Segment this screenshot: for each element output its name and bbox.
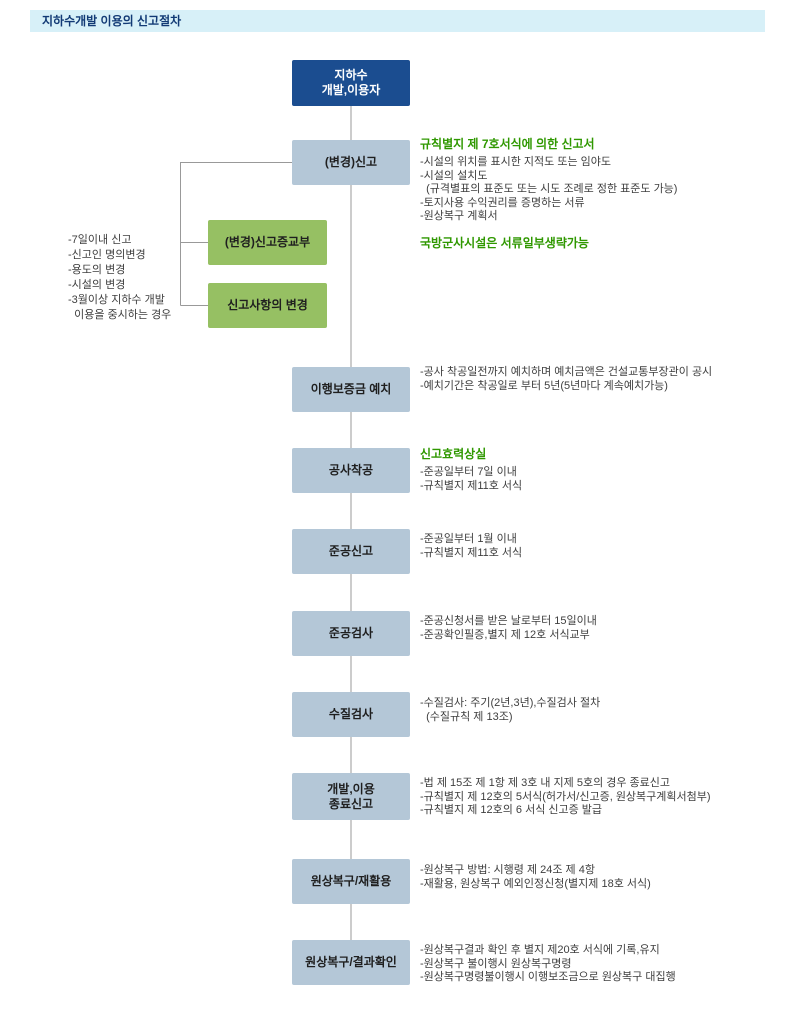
flow-line-branch xyxy=(180,162,292,306)
annotation-line: -시설의 설치도 xyxy=(420,169,488,182)
annotation-line: -준공일부터 7일 이내 xyxy=(420,466,517,478)
node-water-quality-test: 수질검사 xyxy=(292,692,410,737)
annotation-note: 국방군사시설은 서류일부생략가능 xyxy=(420,235,589,250)
annotation-line: -규칙별지 제11호 서식 xyxy=(420,546,523,559)
annotation-title: 규칙별지 제 7호서식에 의한 신고서 xyxy=(420,137,595,151)
node-groundwater-user: 지하수 개발,이용자 xyxy=(292,60,410,106)
annotation-line: (규격별표의 표준도 또는 시도 조례로 정한 표준도 가능) xyxy=(420,183,678,195)
left-note-line: 이용을 중시하는 경우 xyxy=(68,309,172,321)
annotation-line: -규칙별지 제 12호의 6 서식 신고증 발급 xyxy=(420,804,603,816)
left-note-line: -시설의 변경 xyxy=(68,279,126,291)
annotation-line: -규칙별지 제11호 서식 xyxy=(420,479,523,492)
annotation-water-quality: -수질검사: 주기(2년,3년),수질검사 절차 (수질규칙 제 13조) xyxy=(420,697,790,724)
annotation-line: -수질검사: 주기(2년,3년),수질검사 절차 xyxy=(420,697,601,709)
annotation-restoration-result: -원상복구결과 확인 후 별지 제20호 서식에 기록,유지 -원상복구 불이행… xyxy=(420,944,790,985)
annotation-change-report: 규칙별지 제 7호서식에 의한 신고서 -시설의 위치를 표시한 지적도 또는 … xyxy=(420,136,790,251)
annotation-line: -규칙별지 제 12호의 5서식(허가서/신고증, 원상복구계획서첨부) xyxy=(420,790,711,803)
node-construction-start: 공사착공 xyxy=(292,448,410,493)
node-deposit: 이행보증금 예치 xyxy=(292,367,410,412)
annotation-line: -법 제 15조 제 1항 제 3호 내 지제 5호의 경우 종료신고 xyxy=(420,777,671,789)
annotation-completion-inspection: -준공신청서를 받은 날로부터 15일이내 -준공확인필증,별지 제 12호 서… xyxy=(420,615,790,642)
annotation-line: -준공일부터 1월 이내 xyxy=(420,533,517,545)
annotation-line: -공사 착공일전까지 예치하며 예치금액은 건설교통부장관이 공시 xyxy=(420,366,713,378)
node-completion-inspection: 준공검사 xyxy=(292,611,410,656)
annotation-title: 신고효력상실 xyxy=(420,447,487,461)
annotation-line: -원상복구명령불이행시 이행보조금으로 원상복구 대집행 xyxy=(420,971,676,983)
annotation-restoration-recycle: -원상복구 방법: 시행령 제 24조 제 4항 -재활용, 원상복구 예외인정… xyxy=(420,864,790,891)
annotation-line: -예치기간은 착공일로 부터 5년(5년마다 계속예치가능) xyxy=(420,379,668,392)
annotation-line: -재활용, 원상복구 예외인정신청(별지제 18호 서식) xyxy=(420,877,651,890)
left-note-line: -용도의 변경 xyxy=(68,264,126,276)
annotation-line: (수질규칙 제 13조) xyxy=(420,710,513,723)
node-end-report: 개발,이용 종료신고 xyxy=(292,773,410,820)
node-change-report: (변경)신고 xyxy=(292,140,410,185)
annotation-line: -원상복구 방법: 시행령 제 24조 제 4항 xyxy=(420,864,595,876)
left-note-line: -신고인 명의변경 xyxy=(68,249,146,261)
left-note-line: -7일이내 신고 xyxy=(68,234,132,246)
annotation-construction-start: 신고효력상실 -준공일부터 7일 이내 -규칙별지 제11호 서식 xyxy=(420,446,790,493)
node-report-certificate: (변경)신고증교부 xyxy=(208,220,327,265)
annotation-line: -원상복구결과 확인 후 별지 제20호 서식에 기록,유지 xyxy=(420,944,660,956)
annotation-line: -준공확인필증,별지 제 12호 서식교부 xyxy=(420,628,590,641)
annotation-completion-report: -준공일부터 1월 이내 -규칙별지 제11호 서식 xyxy=(420,533,790,560)
left-note-line: -3월이상 지하수 개발 xyxy=(68,294,165,306)
annotation-line: -준공신청서를 받은 날로부터 15일이내 xyxy=(420,615,597,627)
annotation-line: -원상복구 불이행시 원상복구명령 xyxy=(420,957,572,970)
node-report-change: 신고사항의 변경 xyxy=(208,283,327,328)
left-note: -7일이내 신고 -신고인 명의변경 -용도의 변경 -시설의 변경 -3월이상… xyxy=(68,233,171,323)
annotation-deposit: -공사 착공일전까지 예치하며 예치금액은 건설교통부장관이 공시 -예치기간은… xyxy=(420,366,790,393)
annotation-end-report: -법 제 15조 제 1항 제 3호 내 지제 5호의 경우 종료신고 -규칙별… xyxy=(420,777,790,818)
node-restoration-result: 원상복구/결과확인 xyxy=(292,940,410,985)
node-completion-report: 준공신고 xyxy=(292,529,410,574)
page-title: 지하수개발 이용의 신고절차 xyxy=(30,10,765,32)
annotation-line: -시설의 위치를 표시한 지적도 또는 임야도 xyxy=(420,156,611,168)
node-restoration-recycle: 원상복구/재활용 xyxy=(292,859,410,904)
annotation-line: -원상복구 계획서 xyxy=(420,210,498,222)
annotation-line: -토지사용 수익권리를 증명하는 서류 xyxy=(420,196,585,209)
